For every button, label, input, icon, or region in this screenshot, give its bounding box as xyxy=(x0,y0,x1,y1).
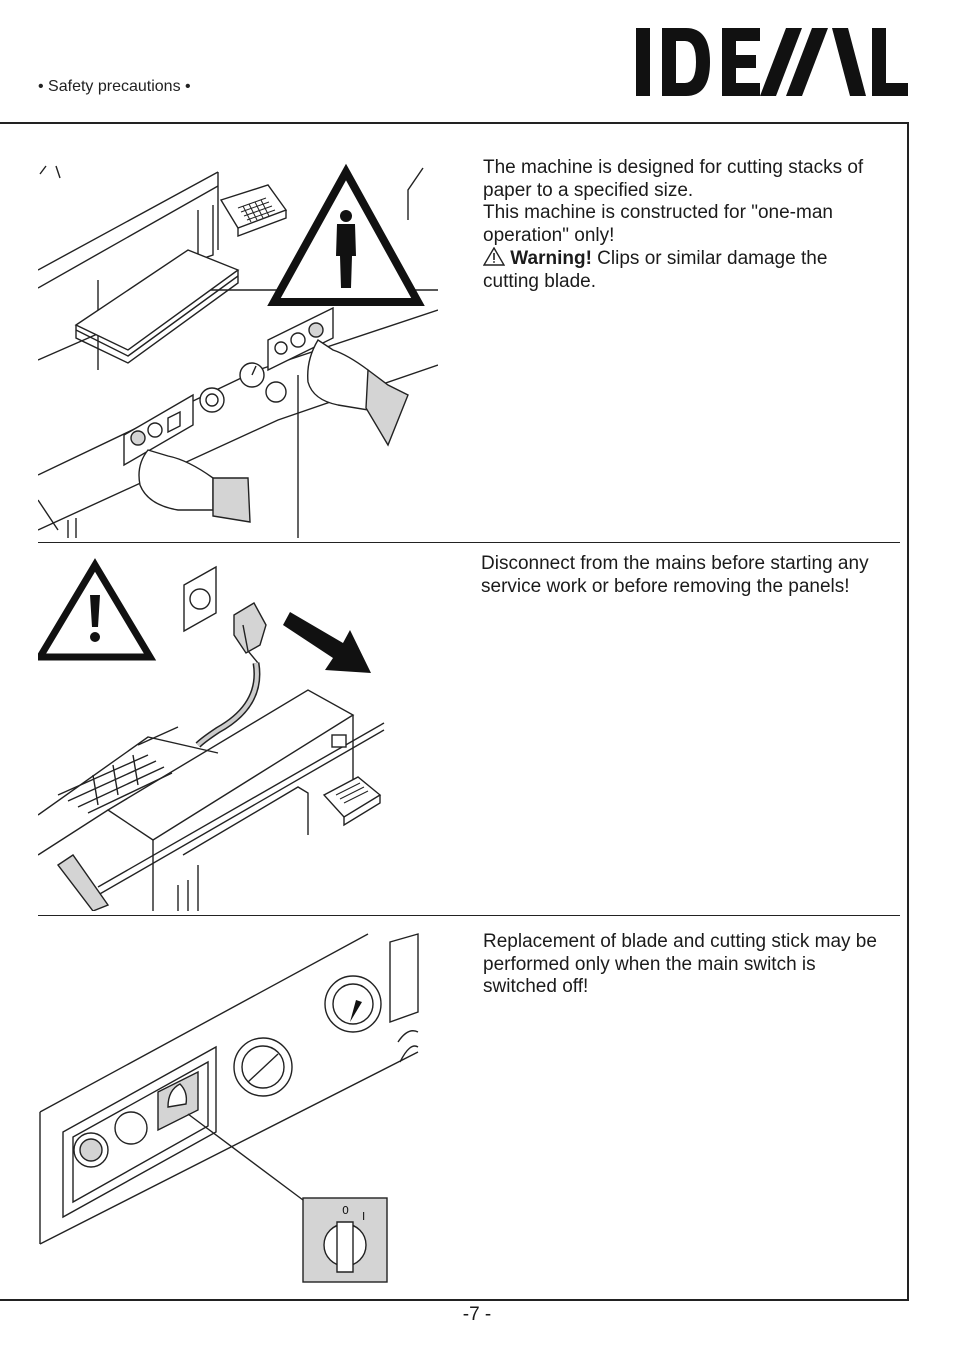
text-line: performed only when the main switch is xyxy=(483,953,816,975)
text-line: cutting blade. xyxy=(483,270,597,292)
person-icon xyxy=(336,210,356,288)
switch-off-label: 0 xyxy=(342,1204,349,1217)
frame-right-rule xyxy=(907,122,909,1301)
section-divider-1 xyxy=(38,542,900,543)
warning-label: Warning! xyxy=(510,248,592,269)
text-line: switched off! xyxy=(483,976,589,997)
main-switch-illustration: 0 I xyxy=(39,933,419,1283)
text-line: This machine is constructed for "one-man xyxy=(483,202,833,223)
text-line: paper to a specified size. xyxy=(483,179,694,201)
text-line: Replacement of blade and cutting stick m… xyxy=(483,931,877,952)
switch-on-label: I xyxy=(362,1210,365,1223)
frame-top-rule xyxy=(0,122,909,124)
warning-paragraph: Warning! Clips or similar damage the xyxy=(483,247,863,271)
disconnect-mains-illustration xyxy=(38,558,385,911)
section-3-text: Replacement of blade and cutting stick m… xyxy=(483,931,877,999)
section-divider-2 xyxy=(38,915,900,916)
ideal-logo xyxy=(636,28,908,96)
text-line: operation" only! xyxy=(483,224,615,246)
text-line: Disconnect from the mains before startin… xyxy=(481,553,869,574)
warning-text: Clips or similar damage the xyxy=(591,248,828,269)
exclamation-icon xyxy=(90,595,100,642)
keypad-keys xyxy=(237,197,276,223)
section-1-text: The machine is designed for cutting stac… xyxy=(483,157,863,293)
text-line: service work or before removing the pane… xyxy=(481,575,850,597)
warning-triangle-icon xyxy=(483,247,505,266)
frame-bottom-rule xyxy=(0,1299,909,1301)
section-2-text: Disconnect from the mains before startin… xyxy=(481,553,869,598)
text-line: The machine is designed for cutting stac… xyxy=(483,157,864,178)
two-hand-operation-illustration xyxy=(38,163,438,538)
section-title: • Safety precautions • xyxy=(38,78,191,95)
page-number: -7 - xyxy=(462,1304,492,1325)
